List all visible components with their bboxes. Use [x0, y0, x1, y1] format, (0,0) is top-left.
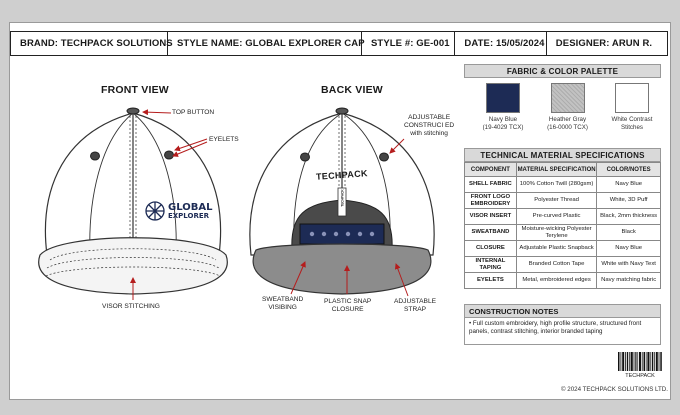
front-logo: GLOBAL EXPLORER — [168, 203, 212, 221]
date-field: DATE: 15/05/2024 — [455, 32, 547, 55]
eyelet-icon — [379, 152, 389, 162]
brand-field: BRAND: TECHPACK SOLUTIONS — [11, 32, 173, 55]
table-cell: EYELETS — [464, 272, 517, 289]
barcode-icon — [618, 352, 662, 371]
table-cell: 100% Cotton Twill (280gsm) — [515, 176, 598, 193]
swatch-white: White Contrast Stitches — [607, 83, 657, 148]
table-cell: Branded Cotton Tape — [515, 256, 598, 273]
callout-sweatband: SWEATBAND VISIBING — [262, 296, 303, 312]
table-cell: Navy matching fabric — [596, 272, 661, 289]
callout-line: with stitching — [410, 130, 448, 137]
front-view-title: FRONT VIEW — [101, 84, 169, 96]
callout-arrows — [130, 109, 409, 300]
table-cell: Black, 2mm thickness — [596, 208, 661, 225]
swatch-color — [486, 83, 520, 113]
col-header: COLOR/NOTES — [596, 162, 661, 177]
table-cell: Pre-curved Plastic — [515, 208, 598, 225]
callout-visor-stitching: VISOR STITCHING — [102, 303, 160, 310]
callout-line: CLOSURE — [331, 306, 364, 313]
callout-line: VISIBING — [268, 304, 297, 311]
back-visor — [252, 243, 432, 295]
style-number-field: STYLE #: GE-001 — [362, 32, 456, 55]
col-header: MATERIAL SPECIFICATION — [515, 162, 598, 177]
style-name-field: STYLE NAME: GLOBAL EXPLORER CAP — [168, 32, 365, 55]
barcode-label: TECHPACK — [625, 373, 655, 379]
palette-title: FABRIC & COLOR PALETTE — [464, 64, 661, 78]
table-cell: VISOR INSERT — [464, 208, 517, 225]
internal-tape — [337, 187, 347, 217]
table-cell: Navy Blue — [596, 240, 661, 257]
table-cell: Navy Blue — [596, 176, 661, 193]
callout-adjustable-strap: ADJUSTABLE STRAP — [394, 298, 436, 314]
swatch-color — [550, 83, 585, 113]
swatch-code: (16-0000 TCX) — [547, 123, 588, 131]
eyelet-icon — [90, 151, 100, 161]
copyright: © 2024 TECHPACK SOLUTIONS LTD. — [560, 386, 668, 393]
back-view-title: BACK VIEW — [321, 84, 383, 96]
top-button-icon — [126, 107, 140, 115]
swatch-navy: Navy Blue (19-4029 TCX) — [478, 83, 528, 148]
top-button-icon — [335, 107, 349, 115]
notes-title: CONSTRUCTION NOTES — [465, 305, 660, 318]
table-cell: FRONT LOGO EMBROIDERY — [464, 192, 517, 209]
swatch-code: (19-4029 TCX) — [482, 123, 524, 131]
callout-line: CONSTRUCI ED — [404, 122, 455, 129]
notes-body: • Full custom embroidery, high profile s… — [469, 320, 642, 336]
table-cell: CLOSURE — [464, 240, 517, 257]
table-cell: SWEATBAND — [464, 224, 517, 241]
table-cell: Moisture-wicking Polyester Terylene — [515, 224, 598, 241]
tape-text: TECHPACK — [340, 189, 345, 207]
col-header: COMPONENT — [464, 162, 517, 177]
logo-line-2: EXPLORER — [168, 212, 210, 220]
callout-top-button: TOP BUTTON — [172, 109, 215, 116]
eyelet-icon — [300, 152, 310, 162]
materials-table: COMPONENT MATERIAL SPECIFICATION COLOR/N… — [464, 162, 661, 289]
right-panel: FABRIC & COLOR PALETTE Navy Blue (19-402… — [464, 64, 661, 289]
table-cell: White with Navy Text — [596, 256, 661, 273]
logo-line-1: GLOBAL — [168, 202, 213, 213]
swatch-gray: Heather Gray (16-0000 TCX) — [543, 83, 593, 148]
header-bar: BRAND: TECHPACK SOLUTIONS STYLE NAME: GL… — [10, 31, 668, 56]
materials-title: TECHNICAL MATERIAL SPECIFICATIONS — [464, 148, 661, 162]
eyelet-icon — [164, 150, 174, 160]
table-cell: Metal, embroidered edges — [515, 272, 598, 289]
callout-line: ADJUSTABLE — [394, 298, 437, 305]
callout-snap-closure: PLASTIC SNAP CLOSURE — [324, 298, 371, 314]
callout-line: PLASTIC SNAP — [324, 298, 372, 305]
callout-line: SWEATBAND — [262, 296, 304, 303]
table-cell: SHELL FABRIC — [464, 176, 517, 193]
table-cell: INTERNAL TAPING — [464, 256, 517, 273]
color-swatches: Navy Blue (19-4029 TCX) Heather Gray (16… — [464, 78, 661, 148]
callout-adjustable-construction: ADJUSTABLE CONSTRUCI ED with stitching — [404, 114, 454, 138]
swatch-label: Heather Gray — [548, 116, 587, 123]
table-cell: White, 3D Puff — [596, 192, 661, 209]
globe-logo-icon — [145, 201, 165, 221]
swatch-label: Navy Blue — [488, 116, 518, 123]
designer-field: DESIGNER: ARUN R. — [555, 38, 653, 49]
closure-strap — [299, 223, 385, 245]
callout-line: STRAP — [404, 306, 426, 313]
table-header-row: COMPONENT MATERIAL SPECIFICATION COLOR/N… — [464, 162, 661, 177]
construction-notes: CONSTRUCTION NOTES • Full custom embroid… — [464, 304, 661, 345]
table-cell: Adjustable Plastic Snapback — [515, 240, 598, 257]
table-cell: Black — [596, 224, 661, 241]
callout-line: ADJUSTABLE — [408, 114, 451, 121]
snap-studs — [309, 231, 375, 237]
table-cell: Polyester Thread — [515, 192, 598, 209]
swatch-color — [615, 83, 649, 113]
callout-eyelets: EYELETS — [209, 136, 239, 143]
swatch-label: White Contrast — [611, 116, 653, 123]
swatch-code: Stitches — [620, 123, 643, 131]
